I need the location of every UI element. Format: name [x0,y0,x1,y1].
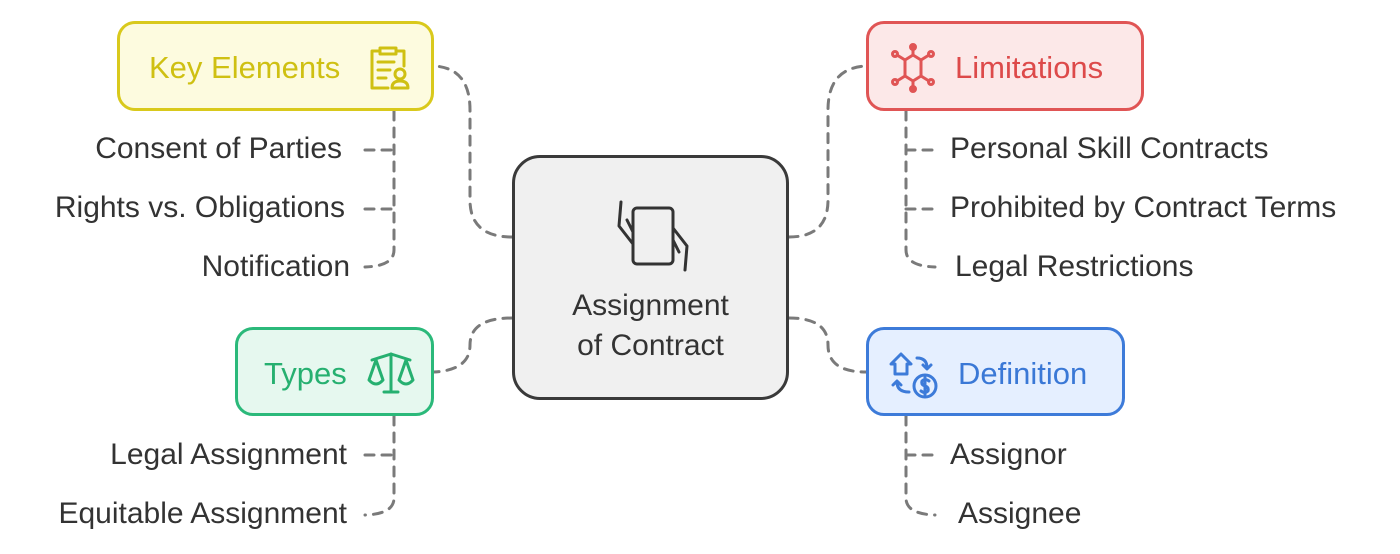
leaf-legal-assignment: Legal Assignment [110,438,347,471]
connector-types [432,316,514,374]
center-title-line1: Assignment [572,289,729,322]
leaf-prohibited-by-contract-terms: Prohibited by Contract Terms [950,191,1337,224]
leaf-assignee: Assignee [958,497,1082,530]
leaf-legal-restrictions: Legal Restrictions [955,250,1194,283]
connector-key-elements [432,64,514,239]
key-elements-title: Key Elements [149,50,341,85]
leaf-rights-vs-obligations: Rights vs. Obligations [54,191,345,224]
center-title-line2: of Contract [577,329,724,362]
limitations-title: Limitations [955,50,1104,85]
limitations-node[interactable]: Limitations [866,21,1144,111]
connector-limitations-stem [904,109,937,269]
network-star-icon [891,43,935,93]
hands-document-icon [617,200,689,272]
types-title: Types [264,356,347,391]
leaf-equitable-assignment: Equitable Assignment [58,497,347,530]
connector-limitations [787,64,868,239]
connector-types-stem [363,414,396,517]
leaf-personal-skill-contracts: Personal Skill Contracts [950,132,1269,165]
types-node[interactable]: Types [235,327,434,416]
key-elements-node[interactable]: Key Elements [117,21,434,111]
home-money-exchange-icon [889,352,938,399]
balance-scale-icon [367,352,415,394]
center-node[interactable]: Assignment of Contract [512,155,789,400]
center-title: Assignment of Contract [515,286,786,366]
clipboard-user-icon [370,46,410,90]
connector-definition-stem [904,414,937,517]
leaf-consent-of-parties: Consent of Parties [95,132,342,165]
connector-definition [787,316,868,374]
definition-node[interactable]: Definition [866,327,1125,416]
definition-title: Definition [958,356,1088,391]
leaf-notification: Notification [201,250,350,283]
leaf-assignor: Assignor [950,438,1067,471]
connector-key-elements-stem [363,109,396,269]
